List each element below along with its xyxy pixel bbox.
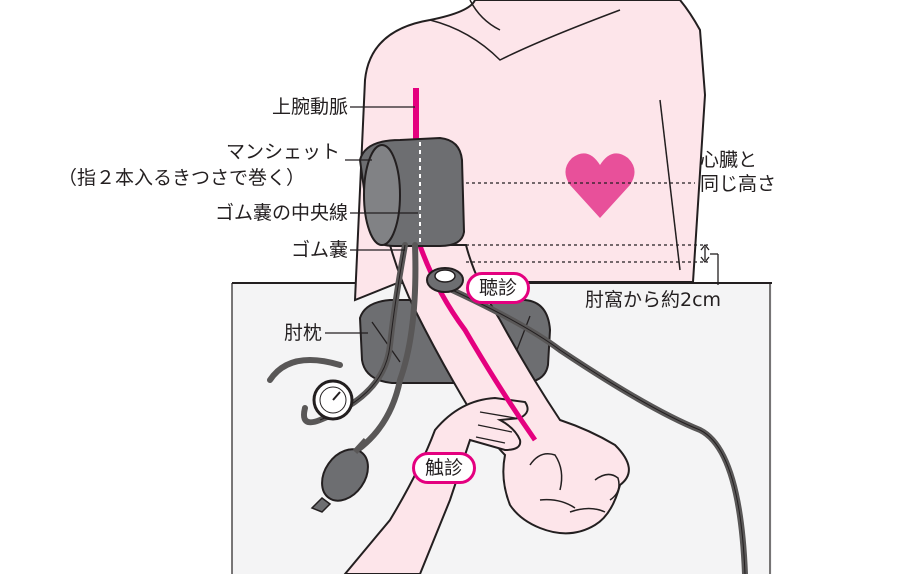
palpation-badge: 触診 xyxy=(412,452,477,484)
leader-lines xyxy=(325,106,719,334)
heart-icon xyxy=(565,153,635,218)
bladder-centerline-label: ゴム嚢の中央線 xyxy=(214,202,348,224)
heart-level-label-line1: 心臓と xyxy=(700,149,758,171)
heart-level-label-line2: 同じ高さ xyxy=(700,173,777,195)
auscultation-badge: 聴診 xyxy=(466,272,531,304)
neck-line xyxy=(469,0,501,31)
stethoscope-icon xyxy=(426,267,464,293)
elbow-pillow-label: 肘枕 xyxy=(283,322,322,344)
side-line xyxy=(659,99,681,271)
cuff-label: マンシェット xyxy=(225,141,340,163)
bladder-label: ゴム嚢 xyxy=(290,239,348,261)
cuff-note-label: （指２本入るきつさで巻く） xyxy=(58,167,306,189)
arm xyxy=(388,244,630,535)
collar-line xyxy=(429,9,621,61)
manometer-icon xyxy=(312,379,354,421)
brachial-artery xyxy=(413,88,538,442)
elbow-distance-label: 肘窩から約2cm xyxy=(585,289,722,311)
brachial-artery-label: 上腕動脈 xyxy=(271,96,348,118)
cuff xyxy=(358,136,466,247)
bulb-icon xyxy=(310,437,369,513)
